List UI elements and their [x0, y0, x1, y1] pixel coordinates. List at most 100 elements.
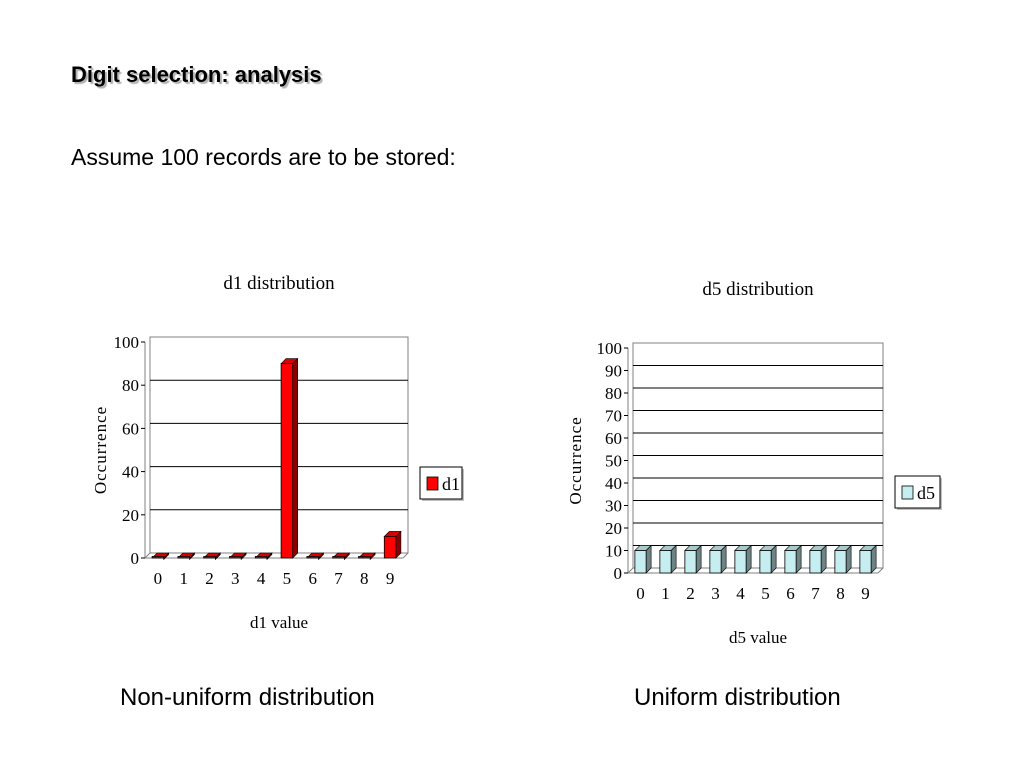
x-tick-label: 1 [661, 584, 670, 603]
bar-front-face [280, 363, 294, 559]
bar-front-face [177, 556, 190, 559]
x-tick-label: 7 [811, 584, 820, 603]
x-tick-label: 1 [179, 569, 188, 588]
x-tick-label: 5 [761, 584, 770, 603]
y-axis-title: Occurrence [91, 406, 110, 494]
y-tick-label: 20 [605, 519, 622, 538]
bar-front-face [358, 556, 371, 559]
floor-edge [877, 567, 884, 574]
bar-side-face [695, 544, 702, 574]
y-tick-label: 30 [605, 497, 622, 516]
bar [254, 552, 273, 561]
bar [809, 544, 827, 574]
bar-side-face [645, 544, 652, 574]
y-tick-label: 40 [122, 463, 139, 482]
bar-side-face [215, 552, 221, 561]
bar-side-face [344, 552, 350, 561]
bar-front-face [809, 550, 822, 574]
bar [784, 544, 802, 574]
y-tick-label: 60 [122, 419, 139, 438]
x-tick-label: 9 [861, 584, 870, 603]
y-tick-label: 10 [605, 542, 622, 561]
legend-label: d5 [917, 483, 935, 503]
y-tick-label: 90 [605, 362, 622, 381]
x-tick-label: 4 [736, 584, 745, 603]
x-tick-label: 5 [283, 569, 292, 588]
caption-uniform: Uniform distribution [634, 684, 841, 711]
bar-front-face [759, 550, 772, 574]
y-tick-label: 60 [605, 429, 622, 448]
bar-front-face [784, 550, 797, 574]
chart-title: d5 distribution [702, 279, 814, 300]
bar-side-face [820, 544, 827, 574]
bar [709, 544, 727, 574]
bar-side-face [670, 544, 677, 574]
bar [859, 544, 877, 574]
bar [734, 544, 752, 574]
x-tick-label: 0 [636, 584, 645, 603]
bar-front-face [229, 556, 242, 559]
floor-edge [402, 552, 409, 559]
bar-front-face [383, 535, 397, 559]
x-tick-label: 0 [154, 569, 163, 588]
bar [151, 552, 170, 561]
bar [357, 552, 376, 561]
bar-front-face [859, 550, 872, 574]
bar-side-face [845, 544, 852, 574]
x-tick-label: 6 [786, 584, 795, 603]
slide-subtitle: Assume 100 records are to be stored: [71, 144, 456, 170]
y-tick-label: 80 [605, 384, 622, 403]
x-tick-label: 3 [231, 569, 240, 588]
x-tick-label: 7 [334, 569, 343, 588]
bar-front-face [254, 556, 268, 559]
y-tick-label: 70 [605, 407, 622, 426]
x-tick-label: 8 [836, 584, 845, 603]
bar [177, 552, 196, 561]
bar-front-face [659, 550, 672, 574]
y-axis-title: Occurrence [566, 416, 585, 504]
floor-edge [144, 552, 151, 559]
bar [306, 552, 325, 561]
bar [383, 530, 402, 559]
bar-side-face [163, 552, 170, 561]
bar-front-face [734, 550, 747, 574]
bar-side-face [770, 544, 777, 574]
legend-swatch [901, 485, 914, 500]
x-tick-label: 6 [308, 569, 317, 588]
y-tick-label: 0 [614, 564, 623, 583]
x-axis-title: d5 value [729, 628, 787, 647]
x-tick-label: 2 [205, 569, 214, 588]
chart-title: d1 distribution [223, 273, 335, 294]
slide-title: Digit selection: analysis [71, 62, 322, 87]
x-tick-label: 3 [711, 584, 720, 603]
bar-side-face [720, 544, 727, 574]
bar-front-face [306, 556, 319, 559]
x-tick-label: 8 [360, 569, 369, 588]
bar-side-face [266, 552, 273, 561]
bar-front-face [332, 556, 345, 559]
legend-label: d1 [442, 474, 460, 494]
bar-side-face [189, 552, 195, 561]
plot-area [149, 336, 409, 554]
y-tick-label: 50 [605, 452, 622, 471]
bar-front-face [709, 550, 722, 574]
legend-swatch [426, 476, 439, 491]
caption-non-uniform: Non-uniform distribution [120, 684, 375, 711]
y-tick-label: 100 [597, 339, 623, 358]
bar-side-face [318, 552, 324, 561]
x-tick-label: 2 [686, 584, 695, 603]
bar-front-face [834, 550, 847, 574]
bar-front-face [684, 550, 697, 574]
bar-side-face [745, 544, 752, 574]
bar [759, 544, 777, 574]
x-tick-label: 9 [386, 569, 395, 588]
y-tick-label: 40 [605, 474, 622, 493]
x-tick-label: 4 [257, 569, 266, 588]
bar-side-face [795, 544, 802, 574]
bar [228, 552, 247, 561]
y-tick-label: 20 [122, 506, 139, 525]
bar-side-face [292, 357, 299, 559]
bar-front-face [634, 550, 647, 574]
